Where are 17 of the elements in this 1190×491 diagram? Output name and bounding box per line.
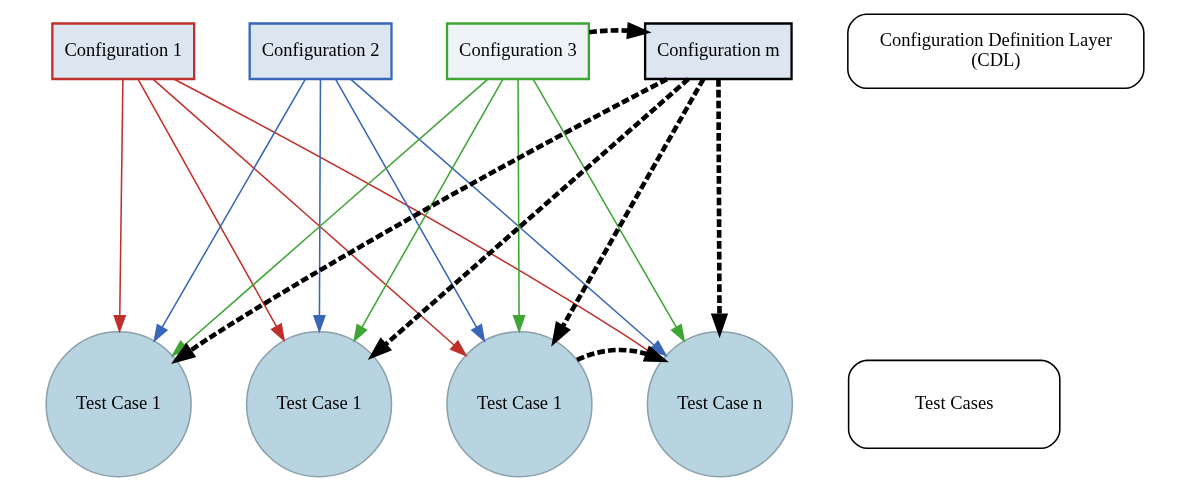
arrow xyxy=(334,78,486,343)
arrow xyxy=(137,78,286,343)
arrow xyxy=(113,78,127,334)
node-box: Test Cases xyxy=(847,359,1061,449)
arrow xyxy=(551,77,706,347)
arrow xyxy=(353,78,504,343)
node-box: Configuration m xyxy=(643,22,793,81)
node-box: Configuration Definition Layer (CDL) xyxy=(847,13,1145,89)
arrow xyxy=(532,78,686,343)
node-box: Configuration 1 xyxy=(51,22,196,81)
arrow xyxy=(512,78,526,334)
arrow xyxy=(312,78,326,334)
arrow xyxy=(710,79,729,339)
arrow xyxy=(153,78,307,343)
arrow xyxy=(588,21,652,40)
node-box: Configuration 3 xyxy=(445,22,590,81)
node-box: Configuration 2 xyxy=(248,22,393,81)
